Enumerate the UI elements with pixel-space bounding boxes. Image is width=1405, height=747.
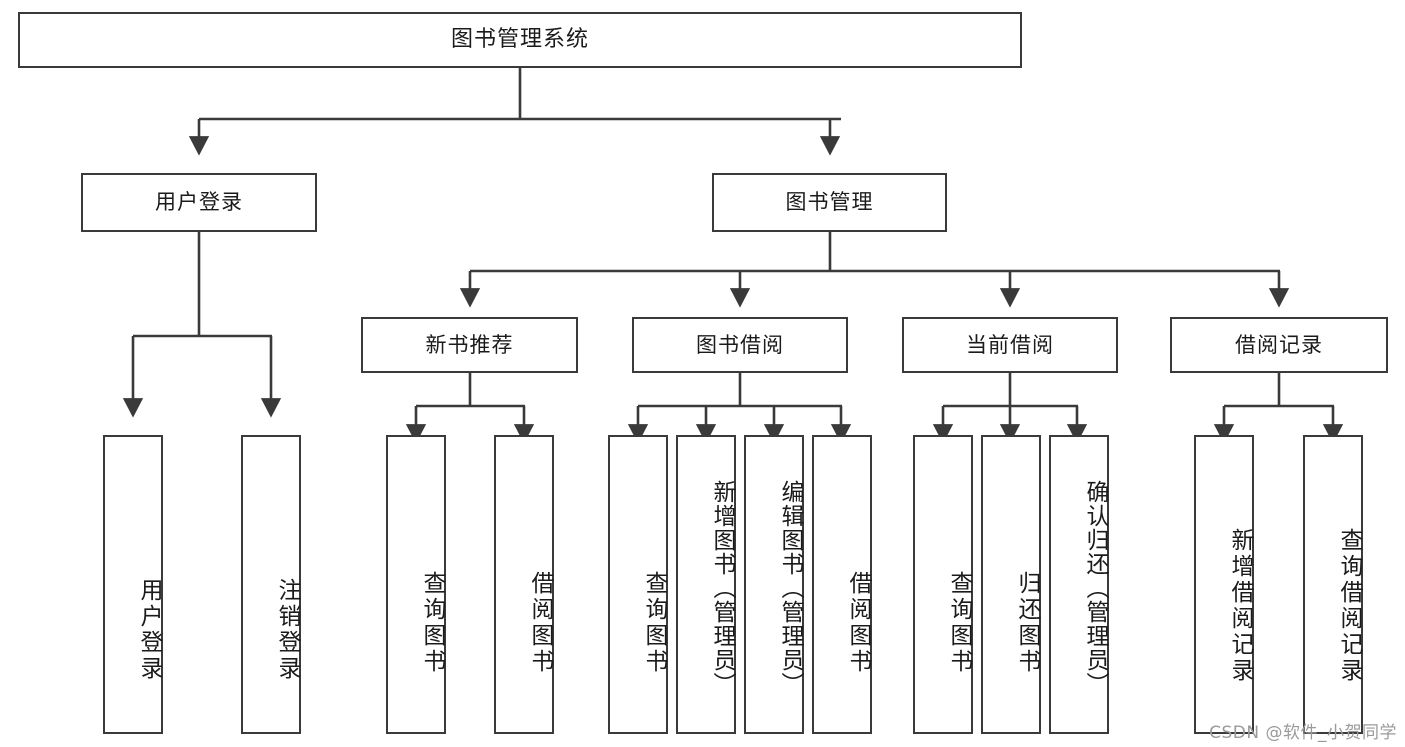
node-label: 注销登录 [274,577,300,682]
node-borrow-record[interactable]: 借阅记录 [1170,317,1388,373]
node-leaf-query-book-2[interactable]: 查询图书 [608,435,668,734]
node-label: 用户登录 [155,190,243,215]
node-leaf-edit-book[interactable]: 编辑图书（管理员） [744,435,804,734]
node-book-manage[interactable]: 图书管理 [712,173,947,232]
node-leaf-add-record[interactable]: 新增借阅记录 [1194,435,1254,734]
node-leaf-user-login[interactable]: 用户登录 [103,435,163,734]
node-new-book-recommend[interactable]: 新书推荐 [361,317,578,373]
node-label: 借阅记录 [1235,332,1323,357]
node-leaf-query-book-3[interactable]: 查询图书 [913,435,973,734]
node-label: 确认归还（管理员） [1082,479,1108,696]
node-label: 归还图书 [1014,570,1040,675]
node-label: 图书借阅 [696,332,784,357]
node-label: 查询图书 [419,570,445,675]
node-book-borrow[interactable]: 图书借阅 [632,317,848,373]
node-leaf-query-book-1[interactable]: 查询图书 [386,435,446,734]
node-label: 新书推荐 [425,332,514,357]
node-label: 借阅图书 [845,570,871,675]
node-label: 新增借阅记录 [1227,527,1253,684]
node-label: 查询图书 [946,570,972,675]
node-label: 查询图书 [641,570,667,675]
node-root-system[interactable]: 图书管理系统 [18,12,1022,68]
node-current-borrow[interactable]: 当前借阅 [902,317,1118,373]
node-leaf-borrow-book-1[interactable]: 借阅图书 [494,435,554,734]
node-leaf-confirm-return[interactable]: 确认归还（管理员） [1049,435,1109,734]
node-label: 编辑图书（管理员） [777,479,803,696]
node-label: 查询借阅记录 [1336,527,1362,684]
node-leaf-borrow-book-2[interactable]: 借阅图书 [812,435,872,734]
node-label: 用户登录 [136,577,162,682]
node-label: 图书管理系统 [450,27,589,53]
node-leaf-add-book[interactable]: 新增图书（管理员） [676,435,736,734]
node-label: 新增图书（管理员） [709,479,735,696]
node-label: 图书管理 [785,190,874,215]
node-leaf-query-record[interactable]: 查询借阅记录 [1303,435,1363,734]
node-label: 当前借阅 [966,332,1054,357]
node-user-login[interactable]: 用户登录 [81,173,317,232]
node-leaf-return-book[interactable]: 归还图书 [981,435,1041,734]
node-label: 借阅图书 [527,570,553,675]
node-leaf-logout[interactable]: 注销登录 [241,435,301,734]
